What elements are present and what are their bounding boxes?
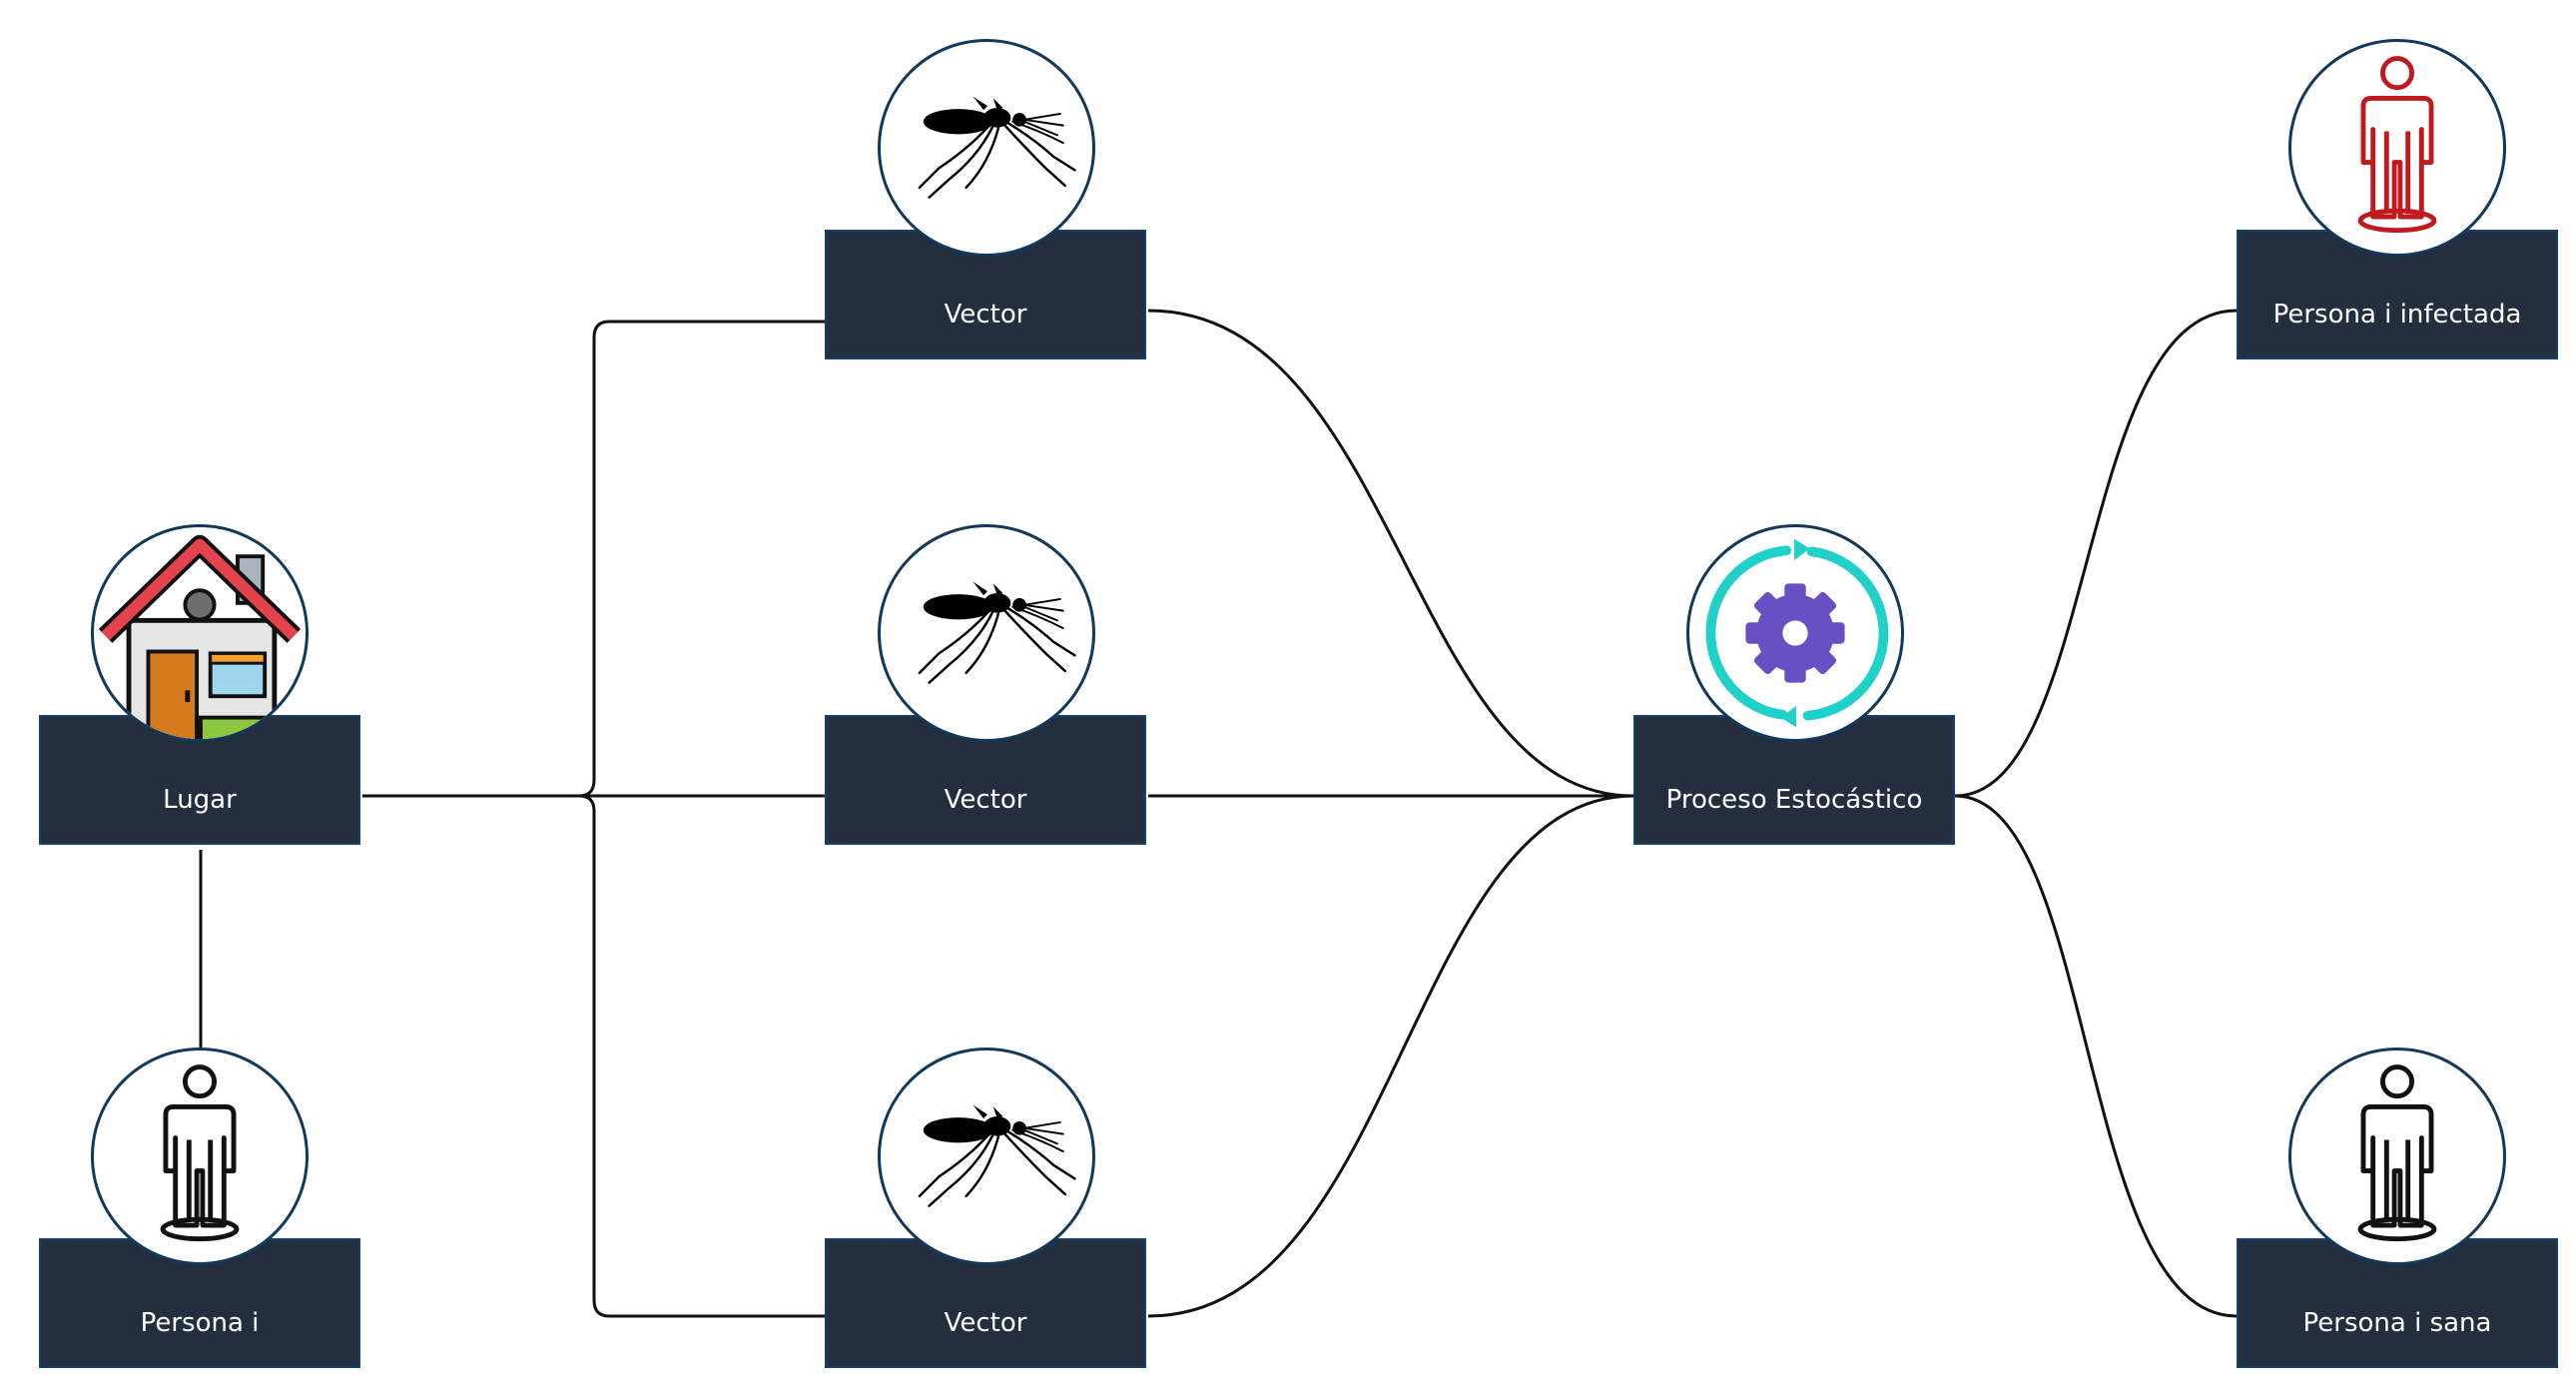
mosquito-icon: [878, 1048, 1095, 1265]
connector-proceso-infectada: [1954, 309, 2238, 798]
node-box: Persona i sana: [2237, 1238, 2558, 1368]
node-label: Persona i sana: [2302, 1308, 2492, 1338]
mosquito-icon: [878, 524, 1095, 742]
node-label: Vector: [944, 300, 1027, 330]
node-box: Persona i infectada: [2237, 230, 2558, 359]
node-label: Vector: [944, 785, 1027, 815]
person-red-icon: [2288, 39, 2506, 257]
house-icon: [91, 524, 309, 742]
gear-cycle-icon: [1686, 524, 1904, 742]
connector-vector-3-proceso: [1147, 794, 1634, 1318]
connector-vector-1-proceso: [1147, 309, 1634, 798]
person-icon: [91, 1048, 309, 1265]
person-icon: [2288, 1048, 2506, 1265]
mosquito-icon: [878, 39, 1095, 257]
connector-bus-vector-1: [578, 320, 825, 798]
node-label: Persona i infectada: [2272, 300, 2522, 330]
node-label: Lugar: [163, 785, 237, 815]
node-label: Vector: [944, 1308, 1027, 1338]
connector-proceso-sana: [1954, 794, 2238, 1318]
connector-bus-vector-3: [578, 794, 825, 1318]
node-label: Persona i: [140, 1308, 260, 1338]
node-label: Proceso Estocástico: [1665, 785, 1923, 815]
